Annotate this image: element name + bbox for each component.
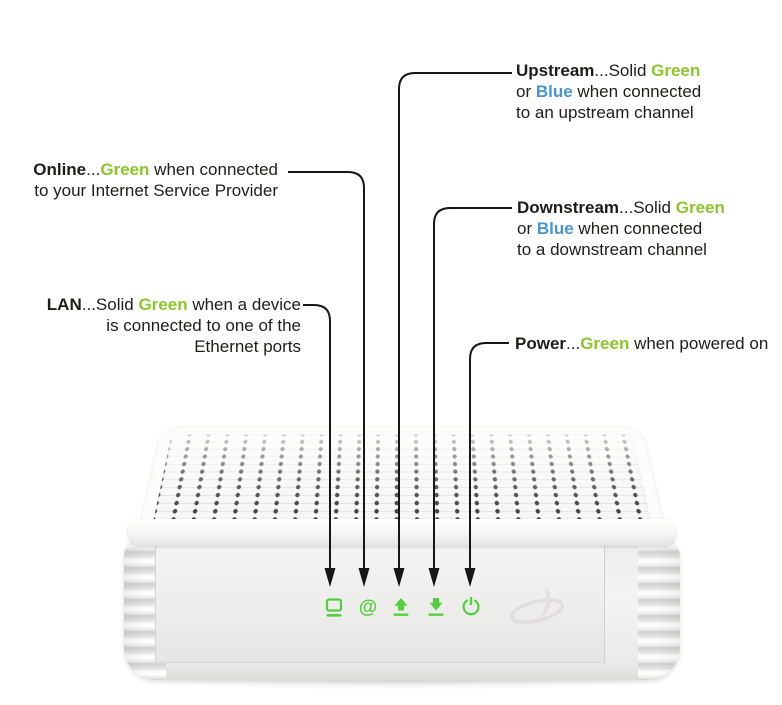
callout-upstream-green: Green	[651, 61, 701, 80]
callout-lan-term: LAN	[46, 295, 82, 314]
callout-line-lan	[303, 304, 331, 569]
callout-power-text1: ...	[566, 334, 581, 353]
callout-online-green: Green	[100, 160, 150, 179]
callout-downstream-text1: ...Solid	[619, 198, 676, 217]
callout-upstream-text1: ...Solid	[594, 61, 652, 80]
callout-arrow-power	[464, 568, 476, 587]
callout-lan-green: Green	[138, 295, 188, 314]
callout-downstream-blue: Blue	[536, 219, 574, 238]
callout-arrow-online	[358, 568, 370, 587]
callout-power: Power...Green when powered on	[515, 333, 782, 354]
callout-lan-text1: ...Solid	[81, 295, 139, 314]
callout-line-downstream	[433, 207, 512, 569]
modem-lid-edge	[128, 519, 676, 546]
callout-line-online	[288, 171, 365, 569]
callout-power-text2: when powered on	[629, 334, 769, 353]
callout-power-term: Power	[515, 334, 567, 353]
callout-online-term: Online	[33, 160, 87, 179]
callout-line-power	[469, 342, 509, 569]
callout-downstream-green: Green	[675, 198, 725, 217]
callout-online-text2: when connected to your Internet Service …	[34, 160, 278, 200]
brand-logo	[509, 588, 565, 624]
callout-arrow-lan	[324, 568, 336, 587]
modem-right-ribs	[638, 538, 680, 680]
callout-upstream: Upstream...Solid Green or Blue when conn…	[516, 60, 778, 123]
monitor-icon	[325, 598, 343, 617]
callout-lan: LAN...Solid Green when a device is conne…	[18, 294, 301, 357]
arrow-up-icon	[393, 598, 409, 616]
callout-lan-text2: when a device is connected to one of the…	[106, 295, 301, 356]
callout-upstream-term: Upstream	[516, 61, 595, 80]
callout-downstream-text2: or	[517, 219, 533, 238]
arrow-down-icon	[428, 598, 444, 616]
callout-downstream-text3: when connected to a downstream channel	[517, 219, 707, 259]
callout-upstream-blue: Blue	[535, 82, 573, 101]
power-icon	[462, 597, 480, 616]
at-icon: @	[358, 597, 378, 618]
callout-arrow-downstream	[428, 568, 440, 587]
callout-downstream-term: Downstream	[517, 198, 620, 217]
callout-online: Online...Green when connected to your In…	[18, 159, 278, 201]
callout-power-green: Green	[580, 334, 630, 353]
callout-line-upstream	[398, 72, 512, 569]
callout-arrow-upstream	[393, 568, 405, 587]
callout-upstream-text2: or	[516, 82, 532, 101]
callout-downstream: Downstream...Solid Green or Blue when co…	[517, 197, 782, 260]
callout-online-text1: ...	[86, 160, 101, 179]
callout-upstream-text3: when connected to an upstream channel	[516, 82, 702, 122]
